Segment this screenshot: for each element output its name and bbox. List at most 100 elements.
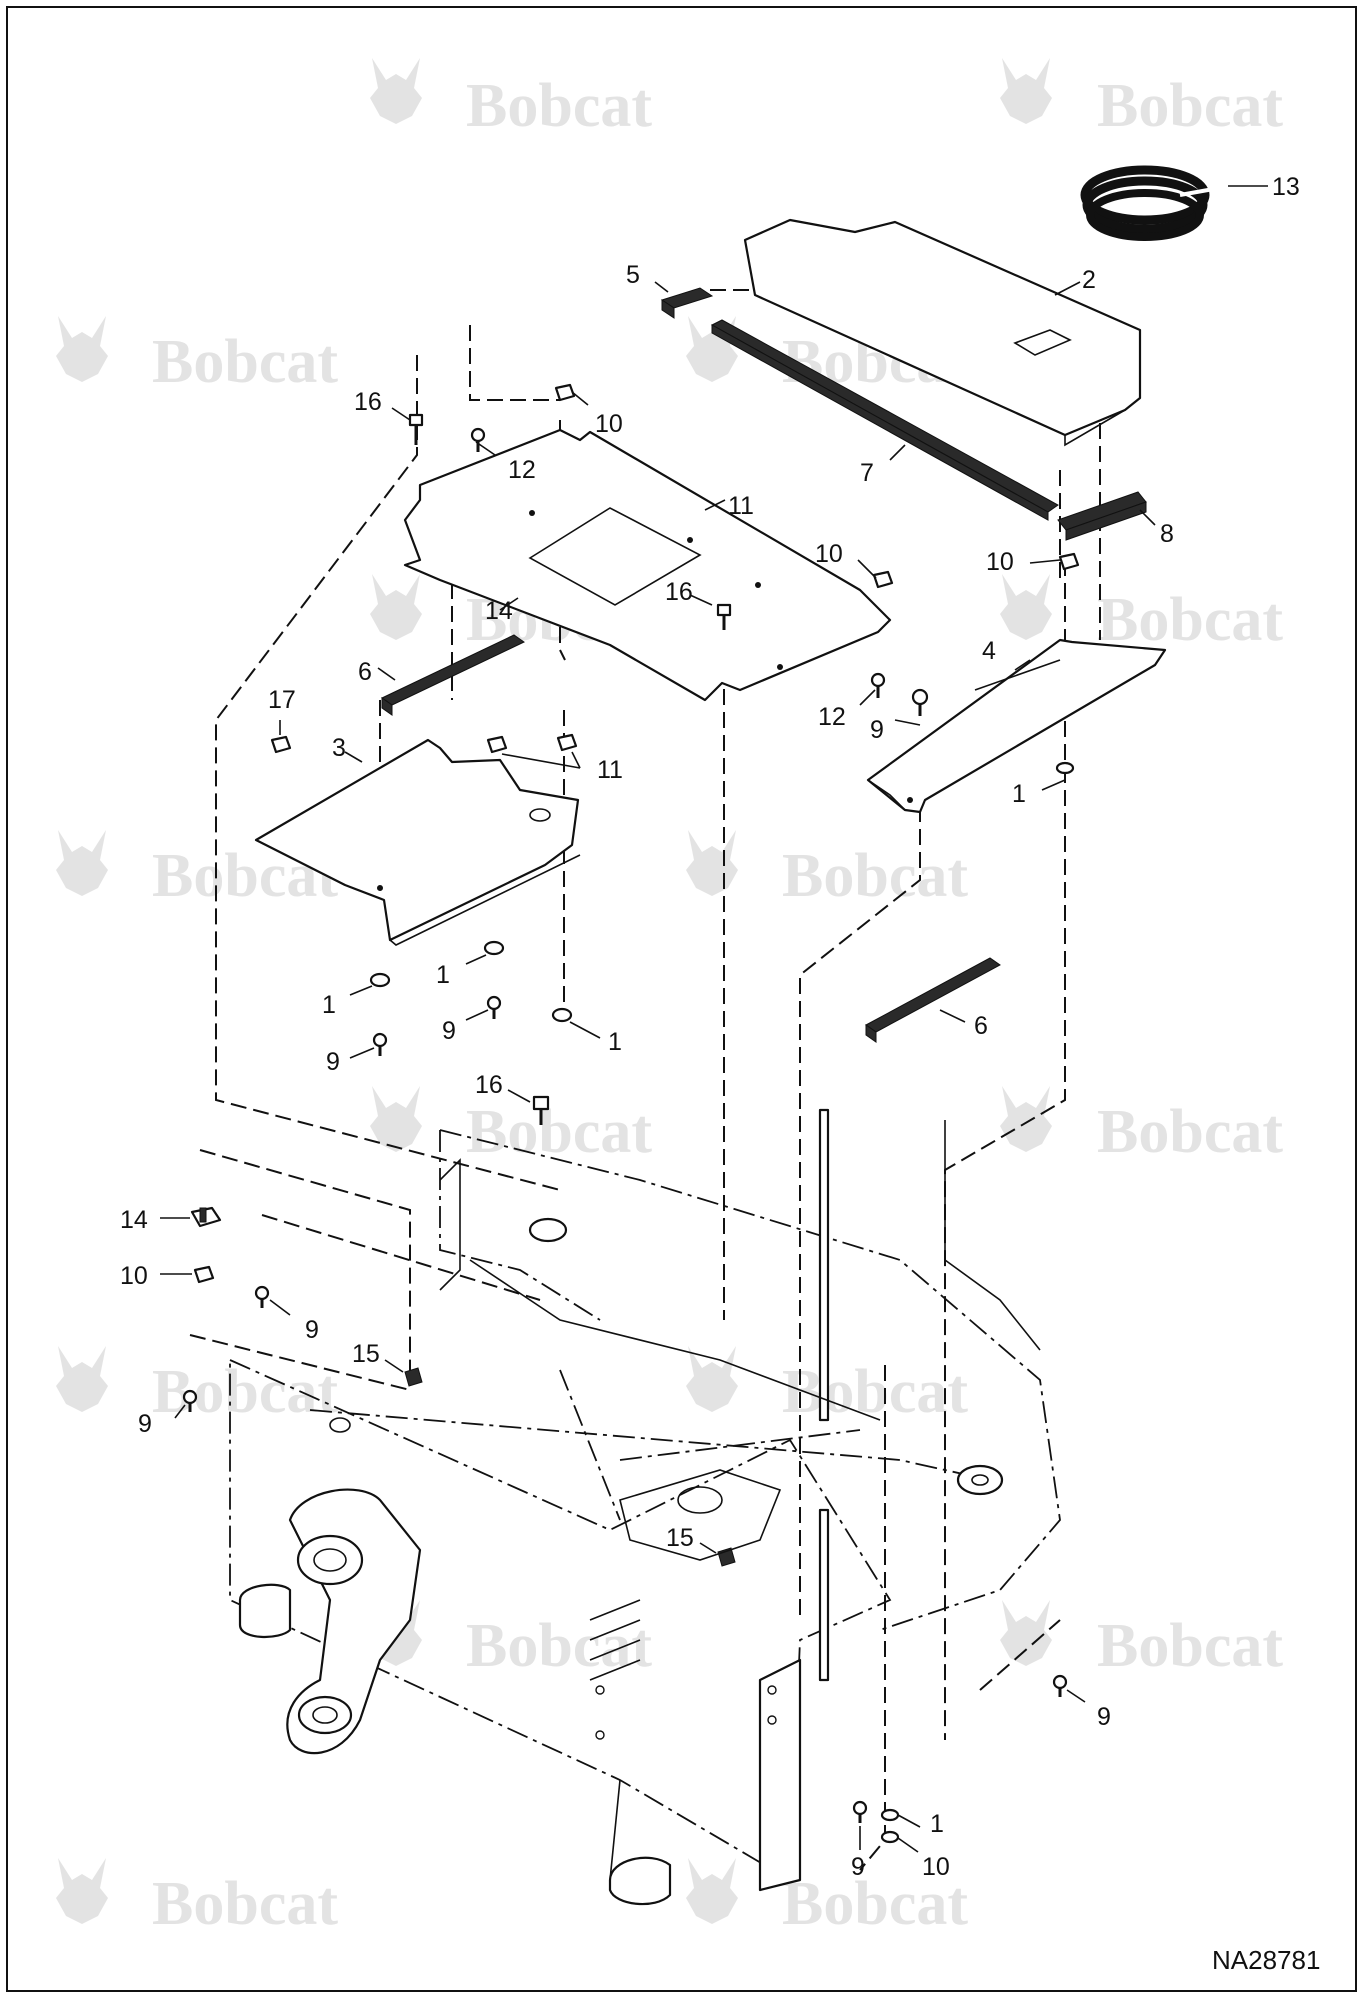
callout-10-c: 10 — [986, 548, 1014, 576]
nut-17 — [270, 735, 292, 754]
callout-9-g: 9 — [851, 1853, 865, 1881]
callout-15-b: 15 — [666, 1524, 694, 1552]
bolt-16-c — [532, 1095, 550, 1125]
watermark-11: Bobcat — [56, 1346, 338, 1426]
bolt-9-b — [486, 995, 502, 1019]
leader-lines — [160, 185, 1268, 1853]
callout-13: 13 — [1272, 173, 1300, 201]
callout-10-d: 10 — [120, 1262, 148, 1290]
callout-14-a: 14 — [485, 597, 513, 625]
callout-9-c: 9 — [870, 716, 884, 744]
bolt-9-c — [911, 688, 929, 716]
callout-1-b: 1 — [436, 961, 450, 989]
bolt-16-a — [408, 413, 424, 445]
watermark-14: Bobcat — [1000, 1600, 1283, 1680]
nut-10-a — [554, 383, 576, 402]
machine-frame — [229, 1108, 1061, 1906]
callout-7: 7 — [860, 459, 874, 487]
drawing-number: NA28781 — [1212, 1945, 1320, 1975]
callout-3: 3 — [332, 734, 346, 762]
hardware — [182, 383, 1080, 1844]
bolt-9-g — [852, 1800, 868, 1823]
callout-1-c: 1 — [608, 1028, 622, 1056]
callout-9-e: 9 — [138, 1410, 152, 1438]
callout-11-a: 11 — [728, 492, 754, 520]
watermark-1: Bobcat — [370, 58, 652, 140]
bolt-12-b — [870, 672, 886, 698]
bolt-12-a — [470, 427, 486, 452]
callout-15-a: 15 — [352, 1340, 380, 1368]
nut-10-b — [872, 570, 894, 589]
svg-text:Bobcat: Bobcat — [152, 1358, 338, 1426]
part-6-rail-upper — [381, 634, 525, 716]
nut-11-a — [486, 735, 508, 754]
callout-10-e: 10 — [922, 1853, 950, 1881]
svg-text:Bobcat: Bobcat — [1097, 72, 1283, 140]
svg-text:Bobcat: Bobcat — [782, 1870, 968, 1938]
svg-text:Bobcat: Bobcat — [1097, 1098, 1283, 1166]
callout-10-b: 10 — [815, 540, 843, 568]
watermark-2: Bobcat — [1000, 58, 1283, 140]
bolt-9-d — [254, 1285, 270, 1308]
svg-text:Bobcat: Bobcat — [1097, 586, 1283, 654]
watermark-6: Bobcat — [1000, 574, 1283, 654]
svg-text:Bobcat: Bobcat — [466, 72, 652, 140]
part-6-rail-lower — [865, 957, 1001, 1043]
callout-4: 4 — [982, 637, 996, 665]
callout-17: 17 — [268, 686, 296, 714]
washer-1-d — [1055, 761, 1075, 775]
callout-1-a: 1 — [322, 991, 336, 1019]
svg-text:Bobcat: Bobcat — [466, 1098, 652, 1166]
callout-9-f: 9 — [1097, 1703, 1111, 1731]
callout-labels: 13 2 5 7 8 10 16 10 12 11 10 16 14 6 4 1… — [120, 173, 1300, 1881]
part-7-long-rail — [710, 319, 1059, 521]
watermark-15: Bobcat — [56, 1858, 338, 1938]
part-11-floor-plate — [403, 428, 892, 702]
callout-14-b: 14 — [120, 1206, 148, 1234]
nut-10-c — [1058, 552, 1080, 571]
callout-16-b: 16 — [665, 578, 693, 606]
callout-6-b: 6 — [974, 1012, 988, 1040]
part-8-rail-short — [1057, 491, 1147, 541]
callout-2: 2 — [1082, 266, 1096, 294]
watermark-10: Bobcat — [1000, 1086, 1283, 1166]
part-2-cover-plate — [743, 218, 1142, 447]
callout-10-a: 10 — [595, 410, 623, 438]
callout-9-d: 9 — [305, 1316, 319, 1344]
clip-14 — [190, 1206, 222, 1228]
watermark-9: Bobcat — [370, 1086, 652, 1166]
part-3-side-plate — [254, 738, 581, 946]
watermark-16: Bobcat — [686, 1858, 968, 1938]
nut-11-b — [556, 733, 578, 752]
svg-text:Bobcat: Bobcat — [466, 1612, 652, 1680]
clip-15-a — [404, 1367, 423, 1387]
bolt-16-b — [716, 603, 732, 630]
callout-1-d: 1 — [1012, 780, 1026, 808]
part-13-hose-coil — [1080, 165, 1237, 241]
watermark-13: Bobcat — [370, 1600, 652, 1680]
washer-1-a — [369, 972, 391, 988]
callout-11-b: 11 — [597, 756, 623, 784]
bolt-9-f — [1052, 1674, 1068, 1697]
callout-9-b: 9 — [442, 1017, 456, 1045]
svg-text:Bobcat: Bobcat — [782, 842, 968, 910]
svg-text:Bobcat: Bobcat — [152, 1870, 338, 1938]
washer-1-e — [880, 1808, 900, 1822]
callout-12-b: 12 — [818, 703, 846, 731]
callout-16-a: 16 — [354, 388, 382, 416]
callout-1-e: 1 — [930, 1810, 944, 1838]
svg-text:Bobcat: Bobcat — [152, 328, 338, 396]
watermark-8: Bobcat — [686, 830, 968, 910]
nut-10-e — [880, 1830, 900, 1844]
watermark-12: Bobcat — [686, 1346, 968, 1426]
callout-9-a: 9 — [326, 1048, 340, 1076]
nut-10-d — [193, 1265, 215, 1284]
washer-1-c — [551, 1007, 573, 1023]
callout-5: 5 — [626, 261, 640, 289]
svg-text:Bobcat: Bobcat — [1097, 1612, 1283, 1680]
bolt-9-e — [182, 1389, 198, 1412]
callout-16-c: 16 — [475, 1071, 503, 1099]
bolt-9-a — [372, 1032, 388, 1056]
